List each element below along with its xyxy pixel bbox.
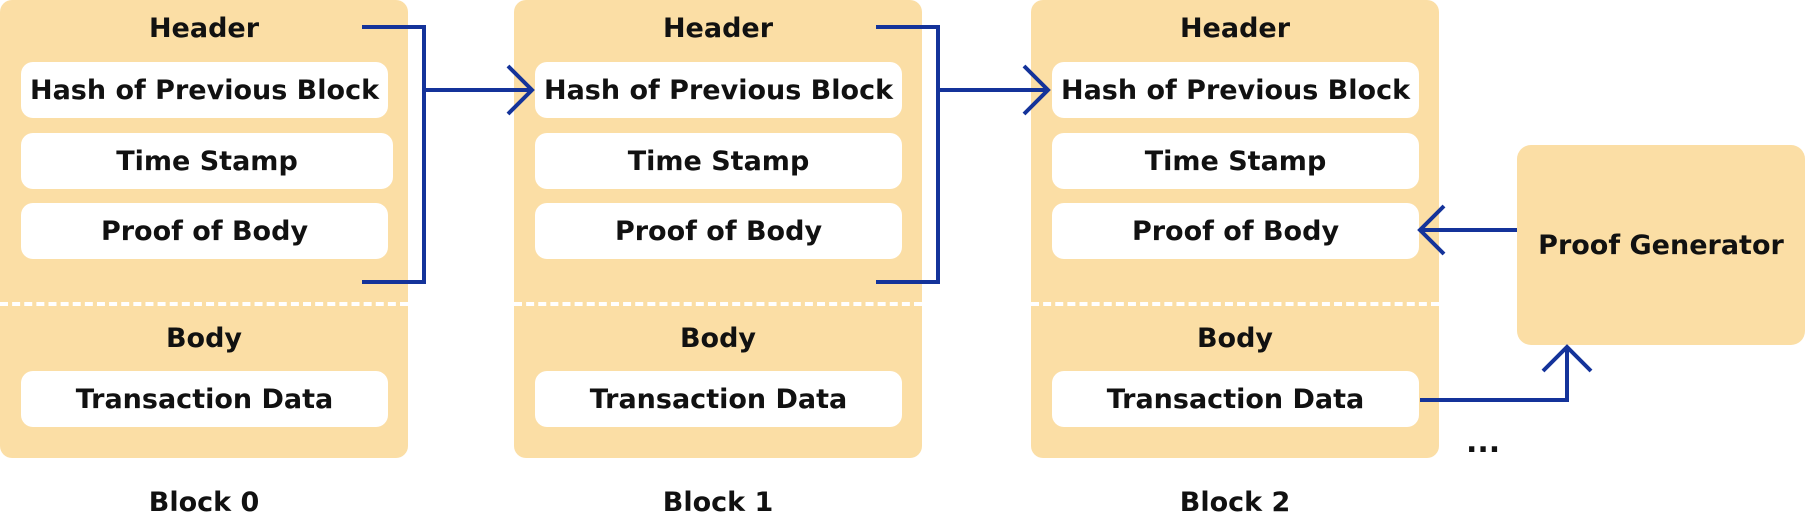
block-0: Header Hash of Previous Block Time Stamp… xyxy=(0,0,408,458)
block-caption: Block 1 xyxy=(662,487,774,518)
arrowhead xyxy=(1541,344,1593,373)
link-arrow-block1-to-block2 xyxy=(876,25,1046,284)
time-stamp-field: Time Stamp xyxy=(21,133,393,189)
proof-of-body-field: Proof of Body xyxy=(21,203,388,259)
hash-of-previous-block-field: Hash of Previous Block xyxy=(535,62,902,118)
proof-of-body-field: Proof of Body xyxy=(1052,203,1419,259)
time-stamp-field: Time Stamp xyxy=(1052,133,1419,189)
block-1: Header Hash of Previous Block Time Stamp… xyxy=(514,0,922,458)
arrowhead xyxy=(506,64,535,116)
header-label: Header xyxy=(148,13,260,44)
body-label: Body xyxy=(679,323,757,354)
header-body-divider xyxy=(0,302,408,306)
proof-generator-box: Proof Generator xyxy=(1517,145,1805,345)
transaction-data-field: Transaction Data xyxy=(1052,371,1419,427)
block-2: Header Hash of Previous Block Time Stamp… xyxy=(1031,0,1439,458)
continuation-ellipsis: ... xyxy=(1466,425,1501,460)
body-label: Body xyxy=(165,323,243,354)
header-label: Header xyxy=(662,13,774,44)
body-label: Body xyxy=(1196,323,1274,354)
block-caption: Block 0 xyxy=(148,487,260,518)
proof-of-body-field: Proof of Body xyxy=(535,203,902,259)
block-caption: Block 2 xyxy=(1179,487,1291,518)
header-body-divider xyxy=(514,302,922,306)
hash-of-previous-block-field: Hash of Previous Block xyxy=(1052,62,1419,118)
data-arrow-block2-to-generator xyxy=(1420,349,1569,402)
header-body-divider xyxy=(1031,302,1439,306)
hash-of-previous-block-field: Hash of Previous Block xyxy=(21,62,388,118)
transaction-data-field: Transaction Data xyxy=(21,371,388,427)
link-arrow-block0-to-block1 xyxy=(362,25,530,284)
header-label: Header xyxy=(1179,13,1291,44)
transaction-data-field: Transaction Data xyxy=(535,371,902,427)
arrowhead xyxy=(1417,204,1446,256)
arrowhead xyxy=(1022,64,1051,116)
time-stamp-field: Time Stamp xyxy=(535,133,902,189)
